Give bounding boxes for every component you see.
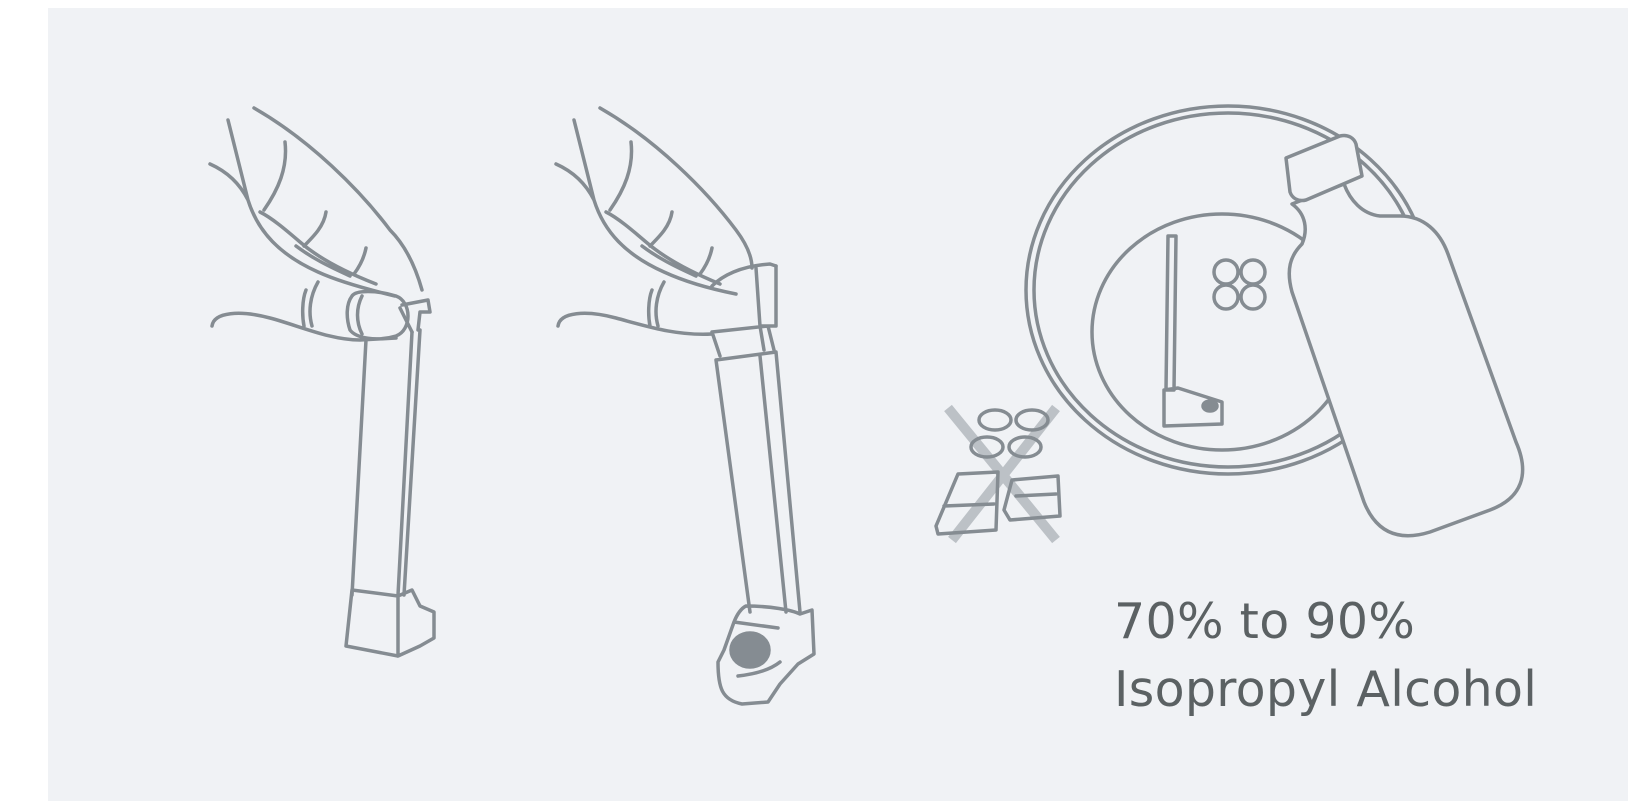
discarded-cap: [934, 470, 1000, 536]
caption-line-substance: Isopropyl Alcohol: [1114, 661, 1538, 718]
soaking-seal: [1212, 258, 1240, 286]
seal-ring: [969, 435, 1005, 459]
sensor-head: [716, 604, 816, 706]
discarded-parts: [934, 404, 1062, 544]
wand-body: [350, 328, 422, 597]
wand-shaft: [714, 350, 802, 614]
soaking-wand: [1162, 234, 1224, 428]
alcohol-bottle-cap: [1284, 133, 1364, 203]
discarded-cap: [1002, 474, 1062, 522]
soaking-seal: [1239, 258, 1267, 286]
seal-ring: [1014, 408, 1050, 432]
hand-outline: [208, 106, 424, 342]
alcohol-caption: 70% to 90% Isopropyl Alcohol: [1114, 588, 1537, 724]
seal-ring: [977, 408, 1013, 432]
alcohol-bottle: [1287, 182, 1525, 538]
soaking-dish-figure: [1024, 104, 1525, 538]
wand-upper: [710, 264, 778, 358]
caption-line-concentration: 70% to 90%: [1114, 593, 1416, 650]
soaking-wand-window: [1201, 399, 1219, 413]
seal-ring: [1007, 435, 1043, 459]
soaking-seal: [1212, 283, 1240, 311]
soaking-seal: [1239, 283, 1267, 311]
hand-outline-2: [554, 106, 778, 337]
sensor-window: [729, 631, 771, 669]
hand-wand-cap-removed-figure: [554, 106, 816, 706]
hand-holding-wand-figure: [208, 106, 436, 658]
attached-cap: [344, 588, 436, 658]
